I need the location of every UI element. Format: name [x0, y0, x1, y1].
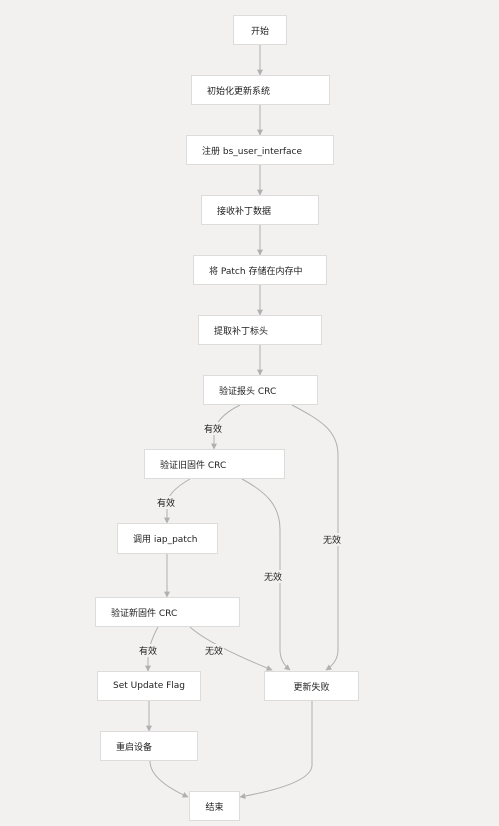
node-verify-header-crc: 验证报头 CRC: [203, 375, 318, 405]
edge-verifyold-fail: [241, 478, 291, 671]
edge-label-old-valid: 有效: [156, 496, 177, 509]
node-end: 结束: [189, 791, 240, 821]
node-verify-old-firmware-crc: 验证旧固件 CRC: [144, 449, 285, 479]
edge-verifynew-fail: [189, 626, 273, 671]
edge-label-old-invalid: 无效: [263, 570, 284, 583]
edge-verifyheader-fail: [291, 404, 339, 671]
node-start: 开始: [233, 15, 287, 45]
edge-fail-end: [239, 701, 313, 799]
node-receive-patch-data: 接收补丁数据: [201, 195, 319, 225]
node-register-interface: 注册 bs_user_interface: [186, 135, 334, 165]
edge-label-header-valid: 有效: [203, 422, 224, 435]
edge-label-new-valid: 有效: [138, 644, 159, 657]
edge-label-new-invalid: 无效: [204, 644, 225, 657]
node-reboot-device: 重启设备: [100, 731, 198, 761]
node-update-failed: 更新失败: [264, 671, 359, 701]
node-set-update-flag: Set Update Flag: [97, 671, 201, 701]
node-verify-new-firmware-crc: 验证新固件 CRC: [95, 597, 240, 627]
node-extract-patch-header: 提取补丁标头: [198, 315, 322, 345]
node-call-iap-patch: 调用 iap_patch: [117, 523, 218, 554]
node-init-update-system: 初始化更新系统: [191, 75, 330, 105]
node-store-patch-in-memory: 将 Patch 存储在内存中: [193, 255, 327, 285]
edge-reboot-end: [149, 760, 189, 798]
edge-label-header-invalid: 无效: [322, 533, 343, 546]
